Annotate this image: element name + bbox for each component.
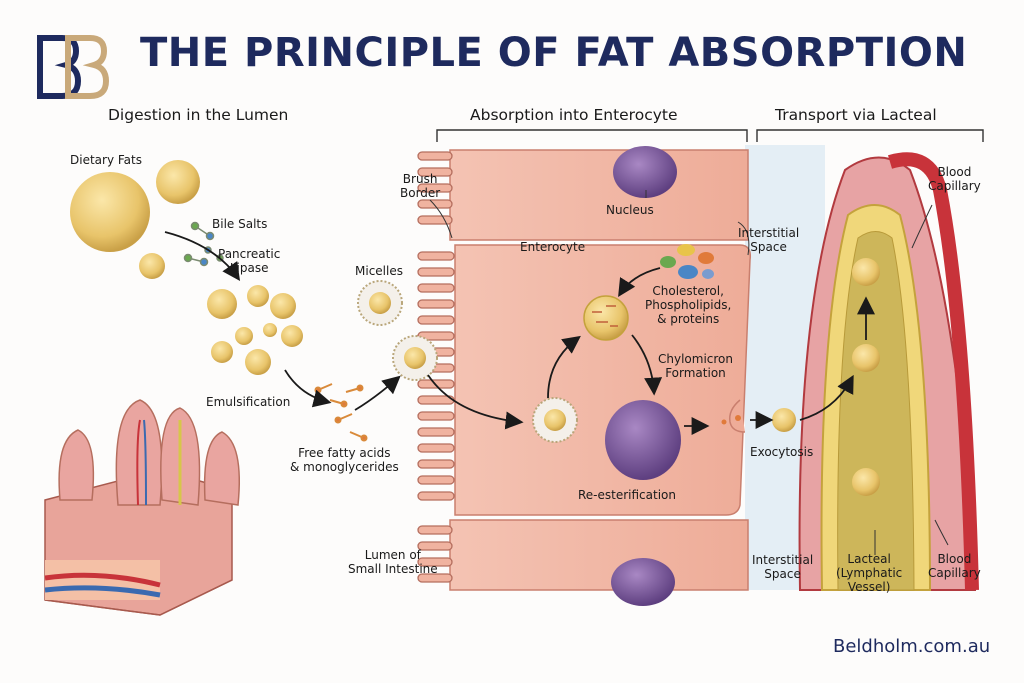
label-exocytosis: Exocytosis: [750, 445, 814, 459]
free-fatty-acids: [314, 383, 368, 442]
lacteal-vessel: [798, 152, 979, 591]
label-free-fatty-acids: Free fatty acids& monoglycerides: [290, 446, 399, 474]
section-lumen: Digestion in the Lumen: [108, 106, 289, 124]
nucleus-middle: [605, 400, 681, 480]
enterocyte-cells: [449, 149, 752, 591]
label-cholesterol: Cholesterol,Phospholipids,& proteins: [645, 284, 732, 326]
label-dietary-fats: Dietary Fats: [70, 153, 142, 167]
nucleus-bottom: [611, 558, 675, 606]
label-micelles: Micelles: [355, 264, 403, 278]
brand-logo: [36, 34, 110, 100]
chylomicron-released: [772, 408, 796, 432]
label-emulsification: Emulsification: [206, 395, 291, 409]
fat-globules: [70, 160, 303, 375]
lacteal-chylomicron-3: [852, 468, 880, 496]
nucleus-top: [613, 146, 677, 198]
page-title: THE PRINCIPLE OF FAT ABSORPTION: [140, 30, 968, 76]
lacteal-chylomicron-1: [852, 258, 880, 286]
section-lacteal: Transport via Lacteal: [775, 106, 937, 124]
label-reesterification: Re-esterification: [578, 488, 676, 502]
label-nucleus: Nucleus: [606, 203, 654, 217]
lacteal-chylomicron-2: [852, 344, 880, 372]
chylomicron-forming: [583, 295, 629, 341]
section-enterocyte: Absorption into Enterocyte: [470, 106, 678, 124]
villi-illustration: [44, 399, 241, 616]
website-link[interactable]: Beldholm.com.au: [833, 636, 991, 657]
leader-lines: [429, 190, 949, 555]
label-bile-salts: Bile Salts: [212, 217, 268, 231]
flow-arrows: [164, 231, 875, 435]
section-brackets: [436, 129, 984, 142]
label-enterocyte: Enterocyte: [520, 240, 586, 254]
lipid-protein-cluster: [660, 244, 714, 279]
